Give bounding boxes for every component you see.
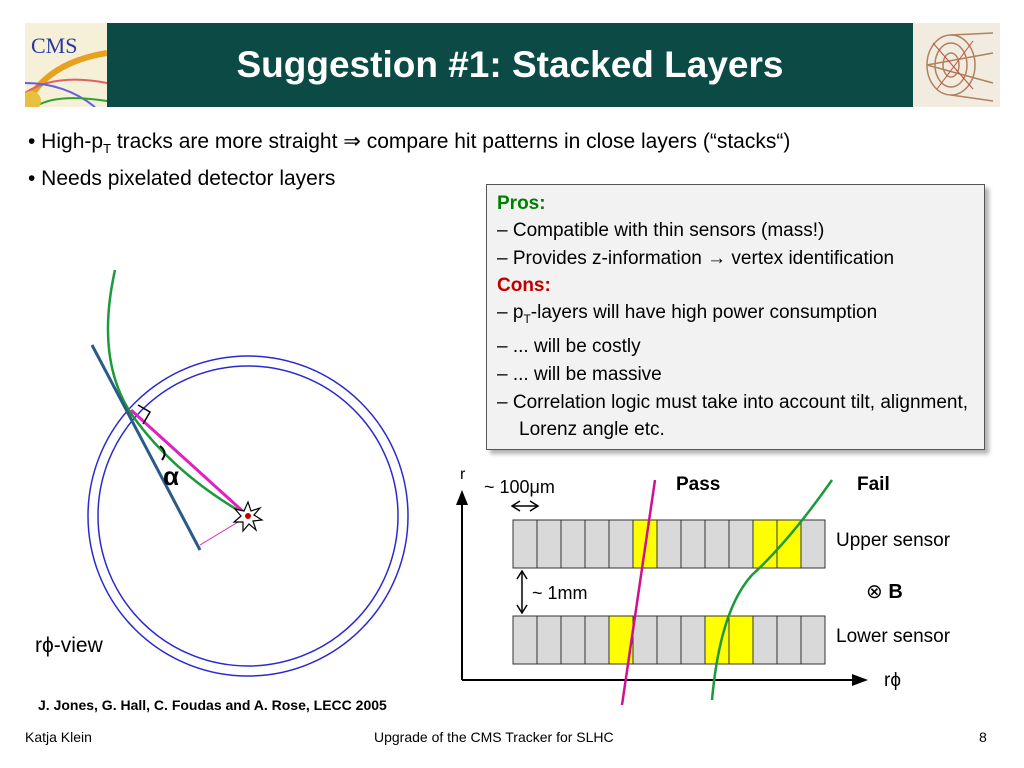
rphi-axis-arrowhead (852, 674, 868, 686)
r-axis-arrowhead (456, 490, 468, 505)
sensor-strip (536, 615, 562, 665)
hit-strip (752, 519, 778, 569)
outer-layer-circle (87, 355, 409, 677)
right-angle-mark (137, 404, 152, 425)
bullet-1-text: tracks are more straight (111, 130, 344, 153)
hit-strip (608, 615, 634, 665)
fail-label: Fail (857, 474, 890, 495)
sensor-strip (680, 615, 706, 665)
chord-line (129, 408, 250, 518)
sensor-strip (704, 519, 730, 569)
pros-item: – Provides z-information → vertex identi… (497, 245, 974, 273)
r-axis-label: r (460, 466, 466, 483)
pros-item-text: vertex identification (726, 248, 895, 269)
sensor-strip (584, 615, 610, 665)
sensor-strip (728, 519, 754, 569)
sensor-strip (752, 615, 778, 665)
fail-track (710, 479, 834, 701)
sensor-strip (512, 519, 538, 569)
dash: – (497, 248, 508, 269)
lower-sensor-label: Lower sensor (836, 626, 951, 647)
cons-item: – pT-layers will have high power consump… (497, 299, 974, 333)
hit-strip (728, 615, 754, 665)
sensor-strip (512, 615, 538, 665)
pros-item-text: Provides z-information (512, 248, 708, 269)
alpha-label: α (163, 461, 179, 491)
bfield-into-page: ⊗ B (866, 579, 903, 604)
inner-layer-circle (97, 365, 399, 667)
sensor-strip (608, 519, 634, 569)
footer-talk-title: Upgrade of the CMS Tracker for SLHC (374, 729, 614, 745)
cons-item-text: Correlation logic must take into account… (512, 391, 969, 440)
vertex-star-icon (232, 500, 264, 533)
pass-track (620, 479, 657, 706)
hit-strip (704, 615, 730, 665)
sensor-strip (656, 615, 682, 665)
bullet-1-rest: compare hit patterns in close layers (“s… (360, 130, 791, 153)
angle-arc (159, 445, 166, 461)
hit-strip (632, 519, 658, 569)
cons-item: – ... will be costly (497, 333, 974, 361)
footer-author: Katja Klein (25, 729, 92, 745)
upper-sensor-label: Upper sensor (836, 530, 951, 551)
implies-arrow-icon: ⇒ (343, 130, 361, 153)
tangent-line (90, 344, 202, 551)
dash: – (497, 302, 508, 323)
dash: – (497, 335, 508, 357)
sensor-strip (560, 615, 586, 665)
bfield-into-page-icon: ⊗ (866, 581, 883, 603)
cons-item-subscript: T (523, 311, 531, 326)
dash: – (497, 391, 508, 413)
cons-item-text: -layers will have high power consumption (530, 302, 878, 323)
bfield-label: B (888, 581, 903, 603)
dash: – (497, 220, 508, 241)
bullet-2: • Needs pixelated detector layers (28, 167, 336, 190)
title-bar (25, 23, 1000, 107)
cons-item: – Correlation logic must take into accou… (497, 389, 974, 443)
pitch-label: ~ 100μm (484, 477, 555, 497)
upper-sensor (512, 519, 826, 569)
hit-strip (776, 519, 802, 569)
sensor-strip (656, 519, 682, 569)
bullet-1-prefix: • High-p (28, 130, 104, 153)
sensor-strip (632, 615, 658, 665)
sensor-strip (584, 519, 610, 569)
slide-title: Suggestion #1: Stacked Layers (236, 44, 784, 85)
cons-item-text: ... will be costly (512, 335, 641, 357)
rphi-view-label: rϕ-view (35, 634, 103, 657)
cons-heading: Cons: (497, 275, 551, 296)
pros-item-text: Compatible with thin sensors (mass!) (512, 220, 825, 241)
cons-item-text: ... will be massive (512, 363, 662, 385)
cms-logo-graphic (25, 23, 107, 107)
rphi-axis-label: rϕ (884, 670, 901, 691)
lower-sensor (512, 615, 826, 665)
sensor-strip (800, 615, 826, 665)
right-arrow-icon: → (707, 248, 727, 269)
detector-image-icon (913, 23, 1000, 107)
dash: – (497, 363, 508, 385)
radius-line (199, 515, 249, 546)
pros-cons-box: Pros: – Compatible with thin sensors (ma… (486, 184, 985, 450)
sensor-strip (776, 615, 802, 665)
sensor-strip (680, 519, 706, 569)
cons-item-text: p (512, 302, 524, 323)
vertex-dot (245, 513, 251, 519)
gap-label: ~ 1mm (532, 583, 588, 603)
cms-logo-text: CMS (31, 33, 78, 58)
sensor-strip (800, 519, 826, 569)
pros-item: – Compatible with thin sensors (mass!) (497, 217, 974, 245)
sensor-strip (536, 519, 562, 569)
cms-logo: CMS (25, 23, 107, 107)
bullet-1-subscript: T (103, 141, 112, 157)
pass-label: Pass (676, 474, 721, 495)
sensor-strip (560, 519, 586, 569)
pros-heading: Pros: (497, 193, 546, 214)
citation: J. Jones, G. Hall, C. Foudas and A. Rose… (38, 697, 387, 713)
bullet-1: • High-pT tracks are more straight ⇒ com… (28, 129, 790, 156)
footer-page-number: 8 (979, 729, 987, 745)
cons-item: – ... will be massive (497, 361, 974, 389)
